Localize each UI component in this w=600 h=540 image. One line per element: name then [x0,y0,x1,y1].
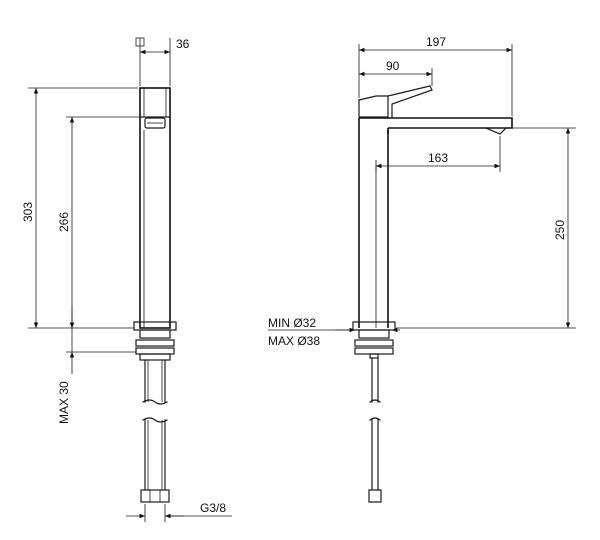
dim-front-total-height: 303 [21,87,138,329]
dim-side-handle-reach-label: 90 [386,59,400,73]
dim-front-spout-height: 266 [57,116,140,328]
dim-front-width: 36 [135,37,190,86]
dim-front-max-deck: MAX 30 [57,306,136,424]
side-handle-lever [358,85,433,118]
front-thread-nut [140,489,170,503]
dim-front-max-deck-label: MAX 30 [57,381,71,424]
dim-side-handle-reach: 90 [359,59,433,86]
dim-front-total-height-label: 303 [21,202,35,222]
dim-front-thread-label: G3/8 [200,501,226,515]
side-thread-nut [368,489,382,503]
dim-side-total-reach: 197 [358,35,513,116]
dim-side-hole-max-label: MAX Ø38 [268,334,320,348]
side-faucet-body [358,85,513,328]
side-view: 197 90 163 250 MIN Ø32 MAX Ø3 [268,35,576,503]
front-mounting-assembly [133,321,177,503]
front-view: 36 303 266 MAX 30 [21,37,232,522]
dim-side-hole-min-label: MIN Ø32 [268,316,316,330]
dim-side-hole-diameter: MIN Ø32 MAX Ø38 [268,316,400,348]
dim-front-width-label: 36 [176,37,190,51]
side-mounting-assembly [352,321,396,503]
front-faucet-body [139,87,171,329]
dim-side-spout-reach-label: 163 [428,151,448,165]
dim-side-spout-height: 250 [396,127,576,329]
dim-side-total-reach-label: 197 [426,35,446,49]
dim-side-spout-height-label: 250 [553,220,567,240]
dim-front-spout-height-label: 266 [57,212,71,232]
dim-front-thread: G3/8 [126,501,232,522]
dim-side-spout-reach: 163 [375,136,501,172]
front-aerator [144,117,166,129]
